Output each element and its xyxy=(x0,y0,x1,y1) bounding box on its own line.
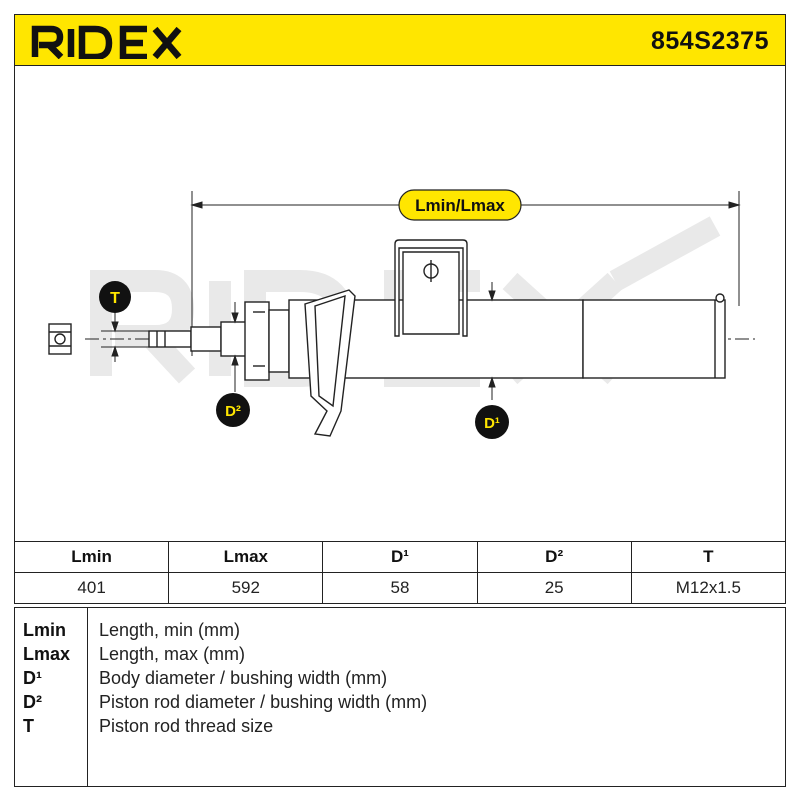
specs-header-row: Lmin Lmax D¹ D² T xyxy=(13,541,787,573)
legend-desc: Length, max (mm) xyxy=(99,644,246,664)
shock-absorber-drawing: Lmin/Lmax xyxy=(14,66,786,542)
dimension-label-badge xyxy=(398,189,522,221)
spring-seat xyxy=(304,289,356,437)
specs-value-t: M12x1.5 xyxy=(630,572,787,604)
legend-desc: Length, min (mm) xyxy=(99,620,241,640)
legend-key: D¹ xyxy=(23,668,42,688)
callout-t-label: T xyxy=(110,290,120,307)
technical-drawing-svg: Lmin/Lmax xyxy=(48,189,755,439)
specs-header-lmin: Lmin xyxy=(13,541,170,573)
nut-icon xyxy=(48,323,72,355)
specs-header-t: T xyxy=(630,541,787,573)
specs-value-d2: 25 xyxy=(476,572,632,604)
part-number: 854S2375 xyxy=(650,27,769,55)
specs-table: Lmin Lmax D¹ D² T 401 592 58 25 M12x1.5 xyxy=(13,541,787,604)
d1-dimension xyxy=(488,282,496,400)
specs-value-lmax: 592 xyxy=(168,572,324,604)
legend-key: T xyxy=(23,716,34,736)
specs-value-row: 401 592 58 25 M12x1.5 xyxy=(13,572,787,604)
legend-key: Lmin xyxy=(23,620,66,640)
callout-d1: D¹ xyxy=(475,405,509,439)
legend-divider xyxy=(87,608,88,786)
legend-item: D¹ Body diameter / bushing width (mm) xyxy=(15,668,785,692)
specs-header-d1: D¹ xyxy=(322,541,478,573)
legend-key: D² xyxy=(23,692,42,712)
specs-value-d1: 58 xyxy=(322,572,478,604)
legend-desc: Body diameter / bushing width (mm) xyxy=(99,668,388,688)
ridex-logo xyxy=(31,25,182,59)
callout-d2-label: D² xyxy=(225,403,241,420)
top-mount xyxy=(244,301,290,381)
callout-d1-label: D¹ xyxy=(484,415,500,432)
legend-item: D² Piston rod diameter / bushing width (… xyxy=(15,692,785,716)
specs-header-lmax: Lmax xyxy=(168,541,324,573)
legend-key: Lmax xyxy=(23,644,71,664)
specs-value-lmin: 401 xyxy=(13,572,170,604)
t-dimension xyxy=(101,312,149,362)
specs-header-d2: D² xyxy=(476,541,632,573)
mounting-bracket xyxy=(394,239,468,337)
legend-desc: Piston rod thread size xyxy=(99,716,274,736)
callout-d2: D² xyxy=(216,393,250,427)
dimension-label: Lmin/Lmax xyxy=(415,196,505,215)
callout-t: T xyxy=(99,281,131,313)
legend-box: Lmin Length, min (mm) Lmax Length, max (… xyxy=(14,607,786,787)
legend-desc: Piston rod diameter / bushing width (mm) xyxy=(99,692,428,712)
piston-rod xyxy=(148,321,248,357)
legend-item: T Piston rod thread size xyxy=(15,716,785,740)
d2-dimension xyxy=(231,302,239,392)
header-bar: 854S2375 xyxy=(14,14,786,66)
legend-item: Lmax Length, max (mm) xyxy=(15,644,785,668)
legend-item: Lmin Length, min (mm) xyxy=(15,620,785,644)
